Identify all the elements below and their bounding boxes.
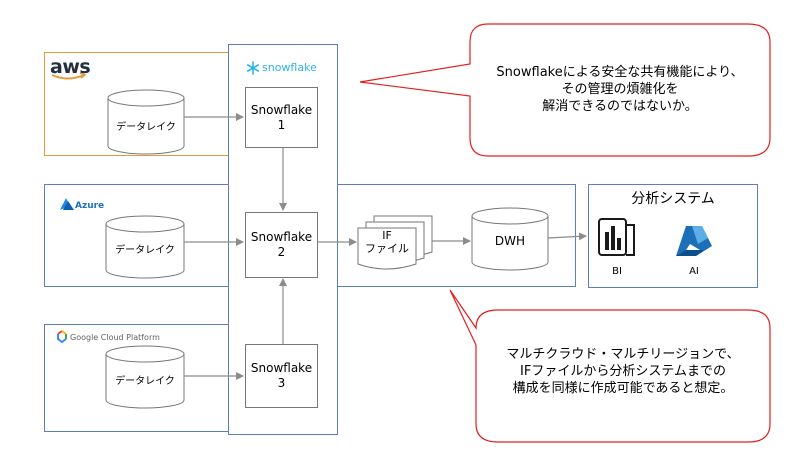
aws-logo: aws: [50, 56, 91, 78]
if-file-label-line1: IF: [382, 229, 392, 242]
bottom-callout-line1: マルチクラウド・マルチリージョンで、: [506, 347, 740, 362]
snowflake-node-2: Snowflake 2: [245, 212, 318, 278]
snowflake-node-2-title: Snowflake: [250, 230, 313, 244]
aws-smile-icon: [51, 74, 85, 80]
analysis-system-title: 分析システム: [631, 191, 715, 207]
ai-label: AI: [689, 266, 699, 277]
aws-datalake-cylinder: [107, 89, 185, 155]
snowflake-node-1: Snowflake 1: [245, 87, 318, 148]
snowflake-logo-label: snowflake: [262, 61, 317, 74]
gcp-datalake-label: データレイク: [115, 376, 175, 387]
snowflake-node-1-number: 1: [277, 117, 286, 132]
top-callout-line1: Snowflakeによる安全な共有機能により、: [496, 65, 744, 80]
dwh-cylinder: [471, 207, 549, 271]
snowflake-node-3: Snowflake 3: [245, 344, 318, 408]
bi-icon: [598, 218, 635, 256]
dwh-label: DWH: [494, 234, 526, 248]
bottom-callout-line2: IFファイルから分析システムまでの: [520, 364, 726, 379]
bottom-callout-shape: [449, 289, 771, 443]
bottom-callout-text: マルチクラウド・マルチリージョンで、 IFファイルから分析システムまでの 構成を…: [476, 346, 770, 397]
top-callout-line2: その管理の煩雑化を: [561, 82, 679, 97]
if-file-label: IF ファイル: [358, 229, 416, 255]
aws-datalake-label: データレイク: [116, 122, 176, 133]
gcp-logo-label: Google Cloud Platform: [70, 333, 160, 342]
snowflake-node-2-number: 2: [277, 245, 286, 259]
if-file-label-line2: ファイル: [365, 242, 409, 255]
bottom-callout-line3: 構成を同様に作成可能であると想定。: [512, 381, 734, 396]
if-file-documents: [357, 215, 433, 270]
ai-icon: [676, 226, 712, 256]
top-callout-text: Snowflakeによる安全な共有機能により、 その管理の煩雑化を 解消できるの…: [470, 64, 770, 115]
analysis-system-box: [588, 184, 758, 288]
snowflake-node-3-number: 3: [277, 376, 286, 390]
bi-label: BI: [612, 266, 622, 277]
arrow-dwh-to-analysis: [547, 232, 587, 241]
top-callout-line3: 解消できるのではないか。: [542, 99, 698, 114]
azure-datalake-label: データレイク: [115, 245, 175, 256]
gcp-datalake-cylinder: [105, 345, 185, 409]
snowflake-node-1-title: Snowflake: [250, 102, 313, 117]
snowflake-node-3-title: Snowflake: [250, 361, 313, 375]
gcp-logo-icon: [57, 330, 67, 344]
top-callout-shape: [359, 23, 771, 157]
azure-logo-icon: [60, 198, 74, 210]
azure-datalake-cylinder: [105, 215, 185, 279]
azure-logo-label: Azure: [75, 201, 105, 211]
snowflake-logo-icon: [247, 61, 260, 75]
